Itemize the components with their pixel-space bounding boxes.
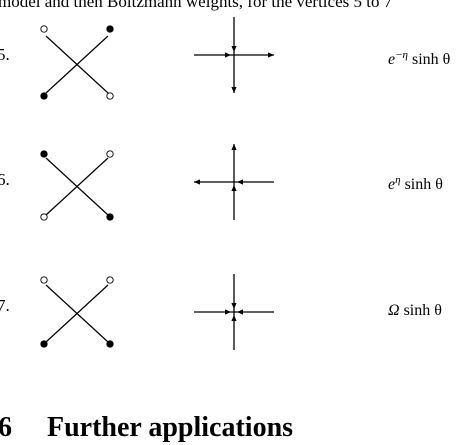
dot-top-left (40, 25, 48, 33)
dot-bottom-right (106, 92, 114, 100)
arrowhead-down-in (231, 185, 237, 191)
dot-bottom-right (106, 213, 114, 221)
dot-diagram (40, 276, 114, 348)
dot-diagram (40, 150, 114, 221)
dot-top-right (106, 25, 114, 33)
row-number: 6. (0, 170, 10, 189)
dot-top-right (106, 150, 114, 158)
arrow-vertex (194, 144, 274, 220)
arrowhead-right-in (237, 179, 243, 185)
cross-line (45, 284, 109, 343)
section-number: 6 (0, 412, 12, 443)
arrowhead-right-out (268, 52, 274, 58)
arrowhead-down-in (231, 315, 237, 321)
dot-bottom-right (106, 340, 114, 348)
vertex-row-7: 7. Ω sinh θ (0, 260, 474, 360)
dot-top-left (40, 276, 48, 284)
arrowhead-right-in (237, 309, 243, 315)
dot-diagram (40, 25, 114, 100)
boltzmann-weight: eη sinh θ (388, 174, 443, 193)
row-number: 5. (0, 45, 10, 64)
arrow-vertex (194, 17, 274, 93)
vertex-row-5: 5. e−η sinh θ (0, 5, 474, 105)
boltzmann-weight: e−η sinh θ (388, 49, 451, 68)
arrowhead-left-in (225, 309, 231, 315)
arrowhead-up-out (231, 144, 237, 150)
arrowhead-up-in (231, 46, 237, 52)
arrowhead-up-in (231, 303, 237, 309)
intro-text: model and then Boltzmann weights, for th… (0, 0, 393, 11)
dot-top-right (106, 276, 114, 284)
dot-bottom-left (40, 213, 48, 221)
row-number: 7. (0, 296, 10, 315)
cross-line (45, 35, 109, 94)
arrow-vertex (194, 274, 274, 350)
boltzmann-weight: Ω sinh θ (388, 302, 442, 319)
vertex-row-6: 6. eη sinh θ (0, 130, 474, 230)
section-heading: 6 Further applications (0, 412, 293, 444)
arrowhead-left-out (194, 179, 200, 185)
dot-bottom-left (40, 92, 48, 100)
dot-bottom-left (40, 340, 48, 348)
dot-top-left (40, 150, 48, 158)
section-title: Further applications (47, 412, 294, 443)
arrowhead-down-out (231, 87, 237, 93)
arrowhead-left-in (225, 52, 231, 58)
cross-line (45, 157, 109, 216)
